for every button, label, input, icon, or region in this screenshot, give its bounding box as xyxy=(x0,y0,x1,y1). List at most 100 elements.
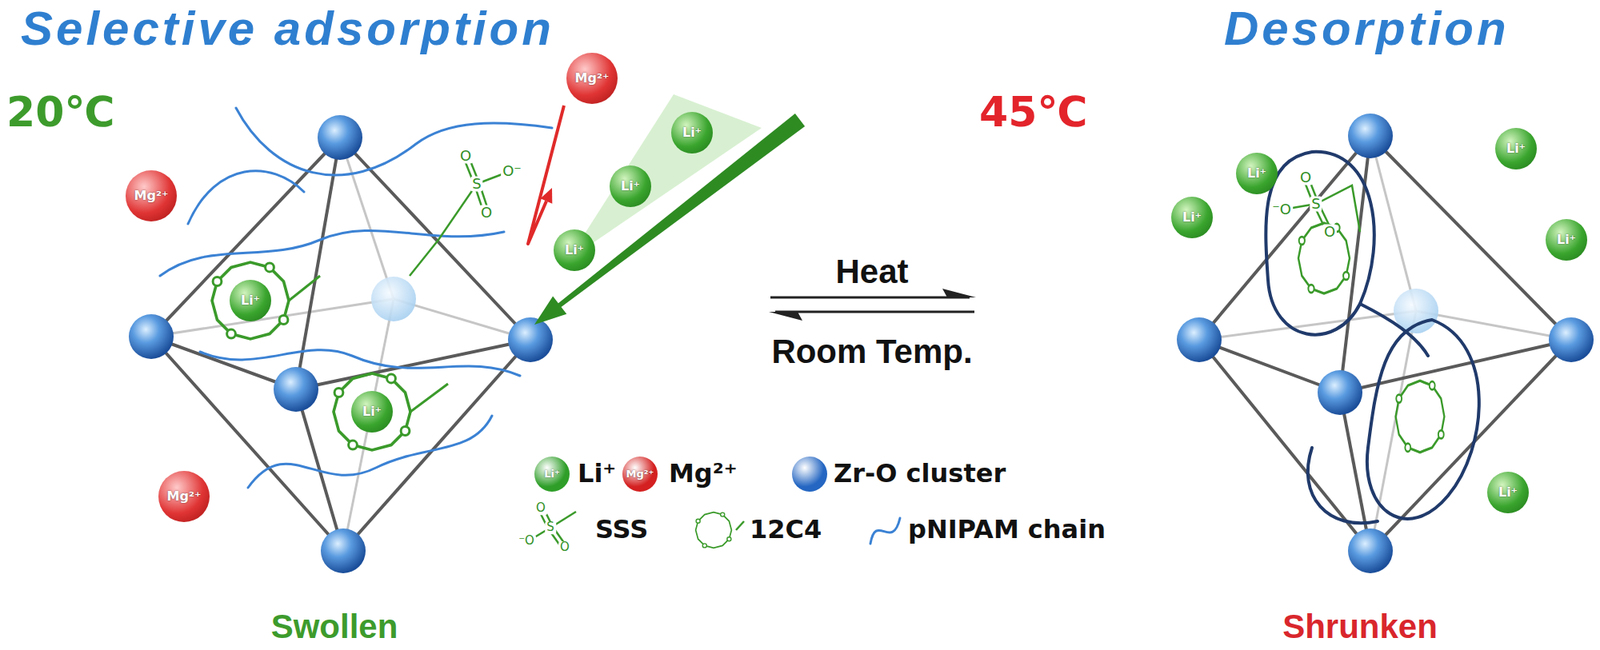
ion-label: Li⁺ xyxy=(240,294,260,308)
state-label: Shrunken xyxy=(1282,609,1438,645)
mof-octahedron-right xyxy=(1176,113,1594,574)
edge-line xyxy=(1340,136,1371,393)
ion-label: Mg²⁺ xyxy=(134,189,169,204)
mg-ion-sphere: Mg²⁺ xyxy=(125,170,177,222)
zr-cluster xyxy=(1176,317,1222,363)
pnipam-chain xyxy=(200,350,520,376)
edge-line xyxy=(343,299,394,552)
sulfonate-bonds-left xyxy=(409,155,511,276)
ion-label: Li⁺ xyxy=(362,405,382,420)
edge-line xyxy=(1199,340,1340,393)
pnipam-icon xyxy=(870,518,900,544)
atom-label: S xyxy=(1309,196,1322,212)
atom-label: O xyxy=(558,541,572,555)
edge-line xyxy=(1370,136,1572,340)
ion-label: Li⁺ xyxy=(620,180,640,194)
condition-label: Room Temp. xyxy=(771,334,972,370)
legend-text: SSS xyxy=(595,516,648,544)
li-ion-sphere: Li⁺ xyxy=(1495,128,1537,170)
zr-cluster xyxy=(508,317,553,363)
pnipam-chain xyxy=(1360,304,1428,356)
atom-label: O xyxy=(534,502,548,516)
legend-swatch xyxy=(792,456,828,492)
li-ion-sphere: Li⁺ xyxy=(671,112,713,154)
edge-line xyxy=(1340,392,1371,552)
legend-text: 12C4 xyxy=(749,516,822,544)
zr-clusters-right xyxy=(1176,113,1594,574)
temperature-label: 20℃ xyxy=(6,90,115,135)
zr-cluster xyxy=(320,528,366,574)
mg-ion-sphere: Mg²⁺ xyxy=(566,52,618,104)
pnipam-chains-collapsed xyxy=(1265,152,1479,524)
pnipam-chains-swollen xyxy=(160,108,552,488)
pnipam-chain xyxy=(160,230,504,276)
ion-label: Li⁺ xyxy=(1556,233,1576,248)
pnipam-chain xyxy=(1265,152,1374,336)
legend-text: Zr-O cluster xyxy=(833,460,1006,488)
edge-line xyxy=(340,137,531,340)
edge-line xyxy=(151,336,344,552)
condition-label: Heat xyxy=(835,254,908,290)
ion-symbol: Li⁺ xyxy=(544,468,560,480)
mg-ion-sphere: Mg²⁺ xyxy=(158,471,210,523)
ion-label: Mg²⁺ xyxy=(167,490,202,504)
crown-ether xyxy=(333,373,411,451)
zr-cluster xyxy=(1348,113,1393,159)
atom-label: ⁻O xyxy=(516,535,536,548)
crown-ether xyxy=(212,262,289,340)
zr-cluster xyxy=(317,115,363,160)
ion-label: Li⁺ xyxy=(1498,486,1518,500)
mof-octahedron-left xyxy=(128,108,553,574)
back-edges xyxy=(151,137,531,552)
crown-ether xyxy=(1298,223,1350,294)
atom-label: O xyxy=(458,148,473,164)
atom-label: S xyxy=(470,176,483,192)
legend-text: pNIPAM chain xyxy=(908,516,1106,544)
crown-tail xyxy=(736,521,744,531)
zr-cluster xyxy=(1317,370,1363,416)
legend-text: Mg²⁺ xyxy=(668,460,738,488)
back-edges xyxy=(1199,136,1572,552)
zr-cluster xyxy=(273,367,319,412)
zr-clusters-left xyxy=(128,115,553,574)
rejection-arrowhead xyxy=(540,188,553,204)
forward-arrowhead xyxy=(942,288,976,298)
li-ion-sphere: Li⁺ xyxy=(1236,152,1278,195)
zr-cluster xyxy=(128,314,174,360)
edge-line xyxy=(1340,340,1572,393)
crown-ethers-left xyxy=(212,262,448,451)
forward-arrow-line xyxy=(770,296,970,300)
ion-label: Li⁺ xyxy=(682,126,702,140)
atom-label: O xyxy=(1322,224,1337,240)
crown-tail xyxy=(288,276,320,301)
ion-label: Mg²⁺ xyxy=(575,72,610,86)
edge-line xyxy=(151,336,296,390)
li-ion-sphere: Li⁺ xyxy=(609,165,652,208)
edge-line xyxy=(343,340,531,552)
li-ion-sphere: Li⁺ xyxy=(553,229,596,272)
atom-label: O xyxy=(479,205,494,221)
ion-label: Li⁺ xyxy=(1506,142,1526,156)
crown-tail xyxy=(410,384,448,412)
legend-text: Li⁺ xyxy=(577,460,616,488)
front-edges xyxy=(1199,136,1572,552)
li-ion-sphere: Li⁺ xyxy=(1171,196,1213,239)
edge-line xyxy=(1370,136,1416,312)
li-ion-sphere: Li⁺ xyxy=(351,391,393,433)
li-ion-sphere: Li⁺ xyxy=(1545,219,1588,261)
reverse-arrowhead xyxy=(768,312,803,321)
li-ion-sphere: Li⁺ xyxy=(229,280,272,322)
zr-cluster xyxy=(1348,528,1393,574)
rejection-arrow xyxy=(528,105,564,244)
sulfonate-bonds-right xyxy=(1283,176,1360,233)
reverse-arrow-line xyxy=(775,311,975,314)
panel-heading: Desorption xyxy=(1224,2,1510,53)
front-edges xyxy=(151,137,531,552)
zr-cluster xyxy=(1548,317,1594,363)
adsorption-arrow xyxy=(534,113,805,325)
ion-label: Li⁺ xyxy=(1182,211,1202,225)
edge-line xyxy=(296,340,531,390)
pnipam-chain xyxy=(1308,448,1378,524)
